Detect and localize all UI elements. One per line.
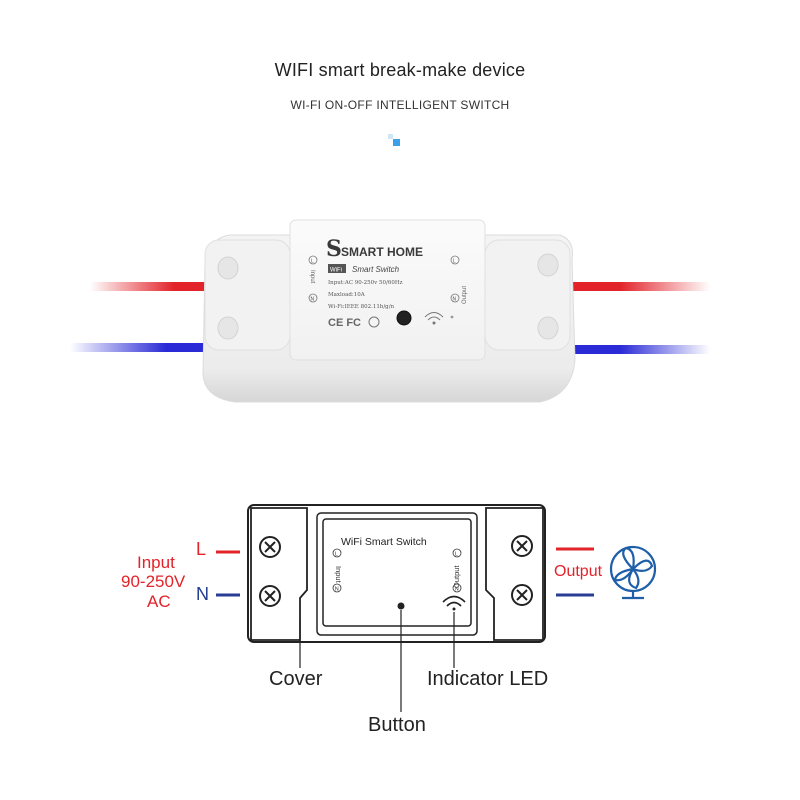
screw-hole-bl [217,316,239,340]
device-model-tag: WiFi [330,268,342,274]
device-brand-initial: S [326,236,342,262]
diagram-terminal-l-left: L [335,552,338,558]
device-spec-input: Input:AC 90-250v 50/60Hz [328,280,403,286]
callout-button: Button [368,714,426,736]
callout-cover: Cover [269,668,323,690]
screw-hole-tr [537,253,559,277]
screw-icon-right-bottom [511,584,533,606]
diagram-button [397,602,405,610]
diagram-terminal-l-right: L [455,552,458,558]
diagram-wifi-icon [442,595,466,611]
screw-hole-tl [217,256,239,280]
live-wire-right [560,282,710,291]
device-brand: SMART HOME [341,245,423,259]
device-spec-maxload: Maxload:10A [328,292,366,298]
device-photo: S SMART HOME WiFi Smart Switch Input:AC … [202,219,576,403]
page-title: WIFI smart break-make device [274,60,526,80]
device-button [396,310,412,326]
recycle-icon [368,316,380,328]
device-side-input: Input [309,270,315,284]
diagram-device-outline [247,504,546,643]
diagram-input-voltage: 90-250V [121,572,186,591]
wifi-signal-icon [424,312,444,325]
diagram-input-label: Input [137,553,175,572]
accent-squares-icon [388,134,400,146]
callout-indicator-led: Indicator LED [427,668,549,690]
device-spec-wifi: Wi-Fi:IEEE 802.11b/g/n [328,304,395,310]
diagram-center-frame [316,512,478,636]
device-terminal-n-right: N [453,297,457,303]
diagram-device-label: WiFi Smart Switch [341,536,427,548]
live-wire-left [90,282,230,291]
device-terminal-n-left: N [311,297,315,303]
diagram-label-panel [322,518,472,627]
screw-icon-left-bottom [259,585,281,607]
diagram-side-output: Output [452,565,461,588]
diagram-wire-n-label: N [196,584,209,604]
screw-icon-right-top [511,535,533,557]
wiring-diagram: WiFi Smart Switch Input Output L N L N [216,504,657,712]
diagram-input-ac: AC [147,592,171,611]
diagram-right-cover [485,507,544,641]
diagram-side-input: Input [334,566,343,584]
device-terminal-l-left: L [311,259,314,265]
neutral-wire-left [70,343,230,352]
diagram-terminal-n-left: N [335,587,339,593]
model-tag-box [328,264,346,273]
device-top-face [289,219,486,361]
diagram-left-cover [250,507,308,641]
device-side-output: Output [462,286,468,304]
device-terminal-l-right: L [453,259,456,265]
diagram-terminal-n-right: N [455,587,459,593]
page-subtitle: WI-FI ON-OFF INTELLIGENT SWITCH [290,98,510,112]
screw-hole-br [537,316,559,340]
indicator-led [450,315,454,319]
screw-icon-left-top [259,536,281,558]
diagram-output-label: Output [554,563,603,580]
neutral-wire-right [560,345,710,354]
device-model: Smart Switch [352,265,400,274]
left-clamp [204,239,291,351]
diagram-wire-l-label: L [196,539,207,559]
device-certs: CE FC [328,317,361,329]
fan-icon [609,545,657,600]
